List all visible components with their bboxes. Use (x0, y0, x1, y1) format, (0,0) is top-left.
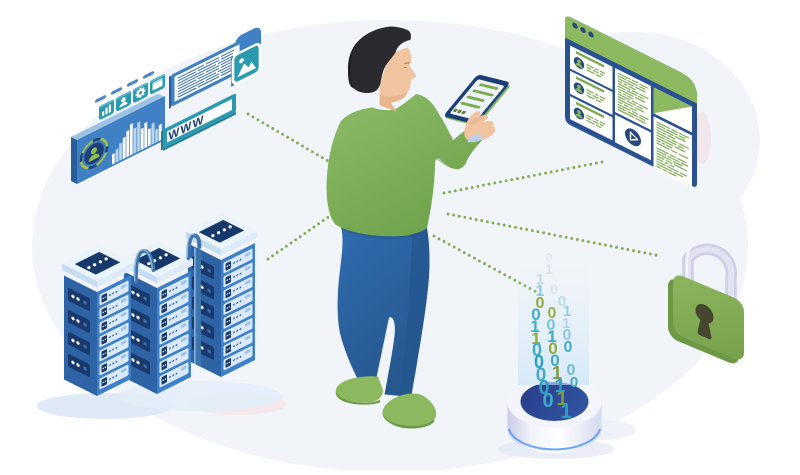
svg-text:1: 1 (556, 388, 567, 410)
svg-text:0: 0 (542, 390, 553, 412)
svg-text:0: 0 (548, 305, 557, 322)
svg-text:0: 0 (531, 305, 540, 324)
svg-text:1: 1 (547, 327, 556, 346)
svg-text:0: 0 (550, 351, 559, 370)
svg-text:0: 0 (564, 339, 573, 356)
svg-text:0: 0 (536, 365, 547, 386)
svg-text:0: 0 (547, 317, 556, 334)
svg-text:0: 0 (570, 374, 578, 391)
svg-text:0: 0 (563, 327, 572, 344)
svg-text:0: 0 (536, 295, 545, 312)
svg-text:1: 1 (531, 329, 540, 348)
svg-text:0: 0 (558, 293, 566, 310)
svg-text:1: 1 (536, 271, 544, 288)
svg-text:0: 0 (534, 352, 544, 372)
svg-text:1: 1 (562, 315, 570, 332)
svg-text:1: 1 (560, 401, 571, 423)
svg-text:1: 1 (552, 363, 562, 383)
svg-text:0: 0 (545, 250, 552, 265)
svg-text:0: 0 (550, 281, 558, 297)
svg-text:0: 0 (538, 377, 549, 399)
svg-text:1: 1 (530, 317, 539, 336)
svg-text:0: 0 (548, 339, 557, 358)
svg-text:1: 1 (563, 303, 571, 320)
svg-text:1: 1 (536, 283, 545, 300)
svg-text:0: 0 (532, 340, 542, 360)
svg-text:0: 0 (567, 362, 576, 379)
svg-text:1: 1 (545, 261, 553, 277)
svg-text:1: 1 (555, 376, 566, 397)
